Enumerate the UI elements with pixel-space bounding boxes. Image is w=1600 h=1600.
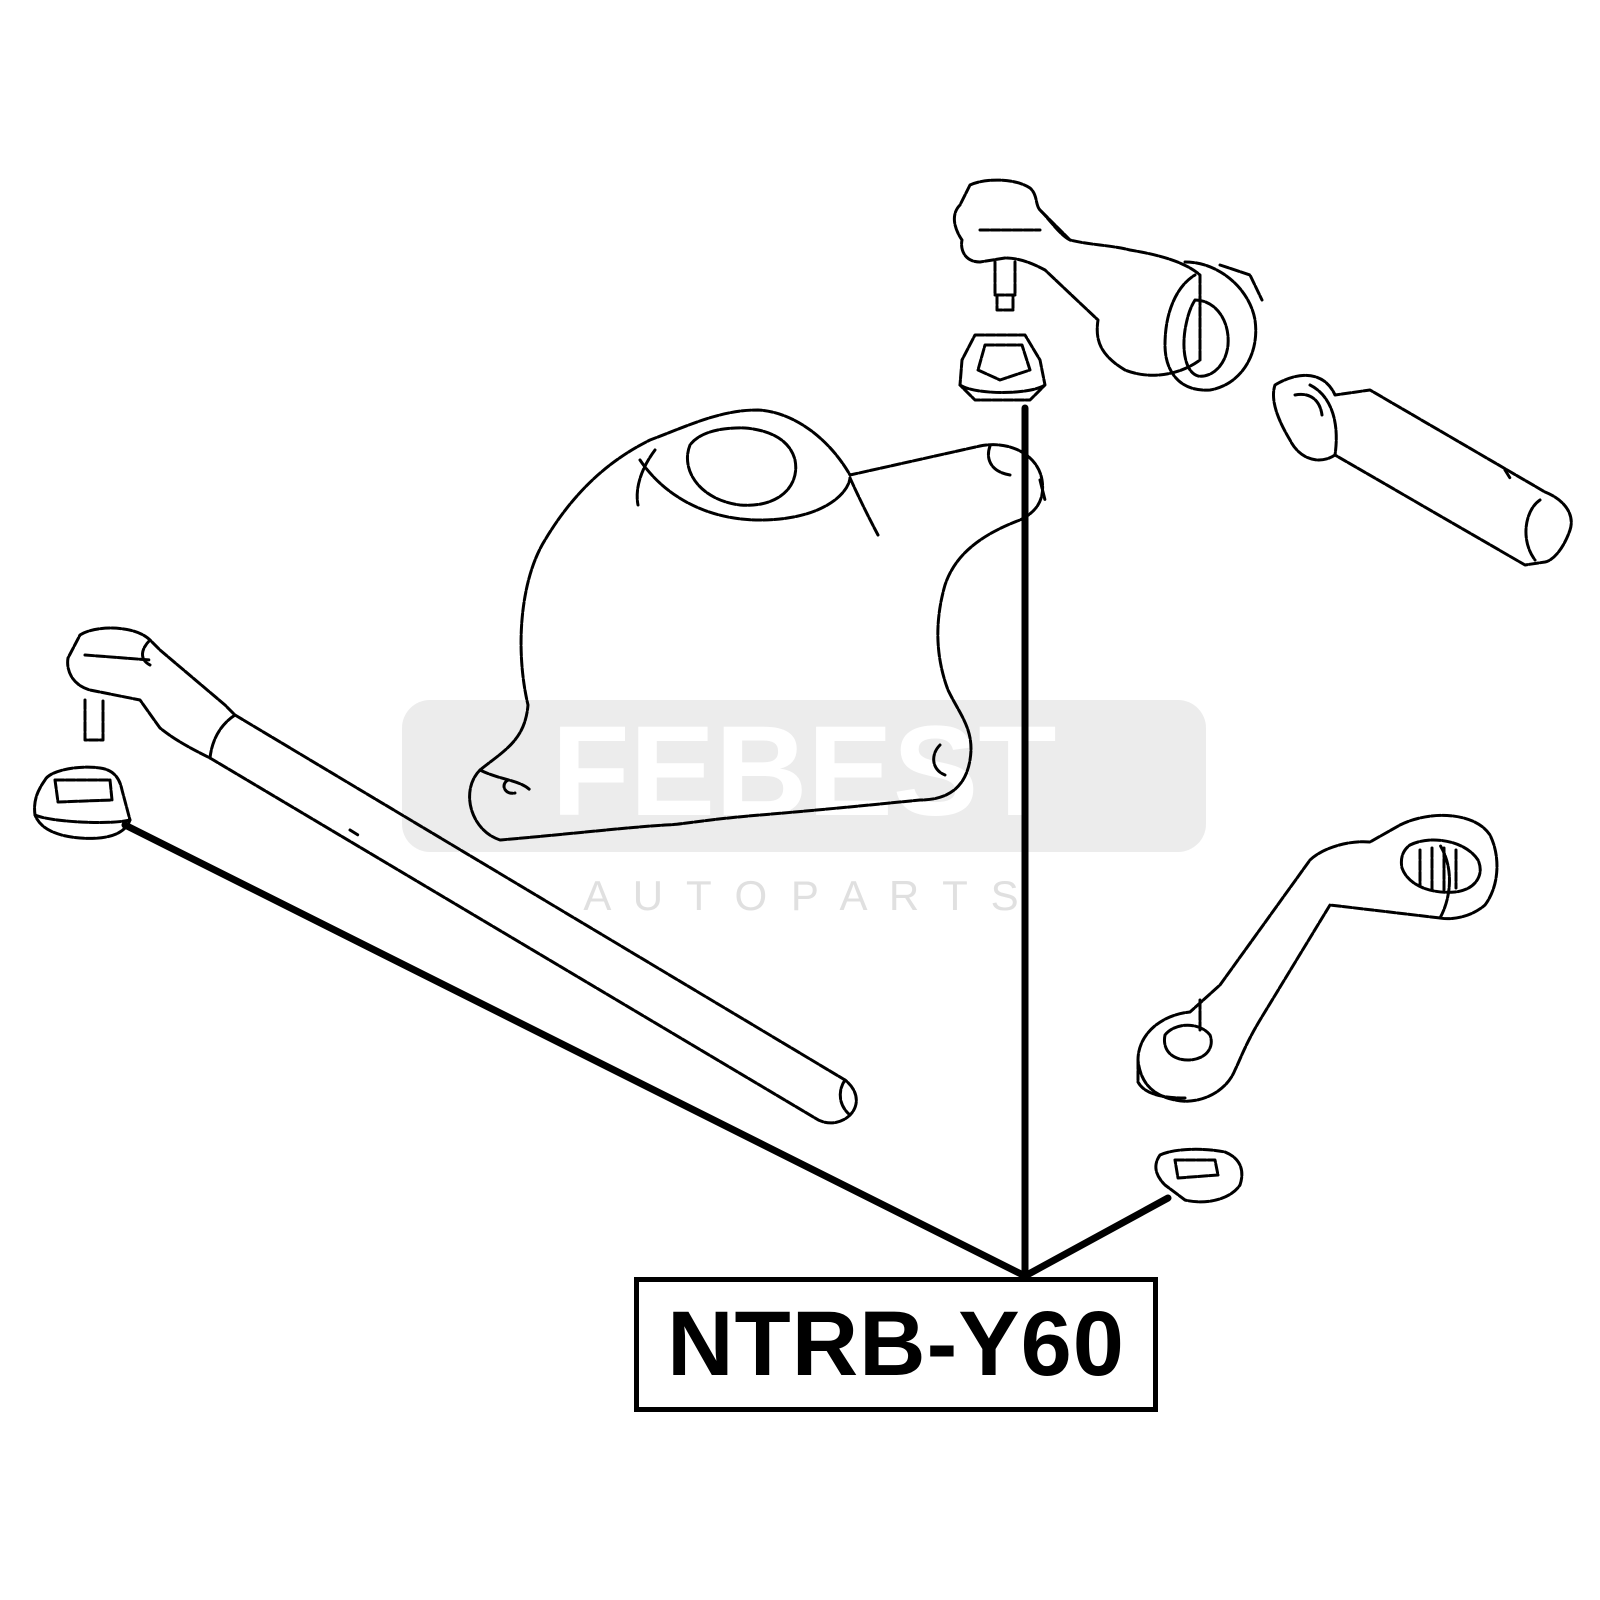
leader-line-left — [121, 821, 1029, 1280]
watermark: FEBEST A U T O P A R T S — [402, 700, 1206, 919]
lower-left-rod-end — [33, 765, 132, 840]
upper-nut — [958, 333, 1047, 402]
leader-lines — [121, 404, 1172, 1280]
leader-line-right — [1021, 1194, 1172, 1280]
watermark-brand: FEBEST — [552, 700, 1057, 843]
idler-arm — [1136, 813, 1499, 1103]
lower-right-nut — [1154, 1147, 1244, 1204]
upper-tie-rod-end — [952, 178, 1264, 392]
steering-knuckle — [468, 408, 1047, 842]
watermark-panel — [402, 700, 1206, 852]
watermark-tagline: A U T O P A R T S — [583, 872, 1024, 919]
tie-rod-upper-left — [66, 626, 858, 1125]
upper-adjusting-sleeve — [1272, 373, 1573, 567]
part-number-label: NTRB-Y60 — [634, 1277, 1158, 1412]
